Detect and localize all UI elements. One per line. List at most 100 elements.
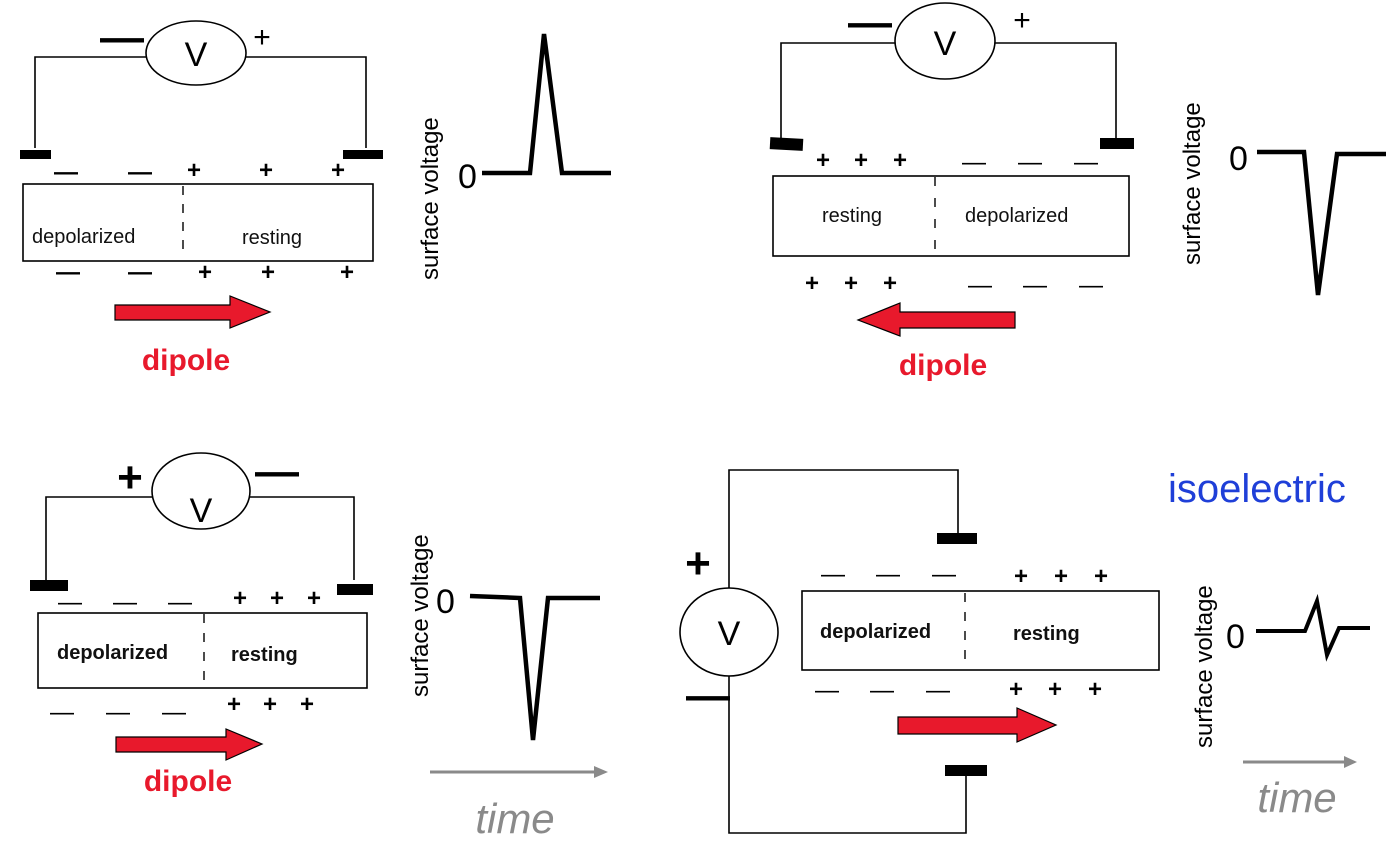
svg-text:—: — (54, 159, 78, 186)
electrode-right (337, 584, 373, 595)
panel-top-right: V — + + + + — — — resting depolarized + … (769, 0, 1386, 382)
time-label: time (475, 795, 554, 842)
svg-text:—: — (58, 589, 82, 616)
surface-charges-top: + + + — — — (816, 147, 1098, 176)
svg-text:+: + (227, 691, 241, 718)
voltmeter-label: V (934, 25, 957, 63)
svg-text:—: — (168, 589, 192, 616)
panel-bottom-right: V + — — — — + + + depolarized resting — … (679, 467, 1370, 834)
dipole-arrow (856, 302, 1016, 337)
svg-text:—: — (106, 699, 130, 726)
meter-polarity-negative: — (255, 447, 299, 496)
dipole-label: dipole (144, 765, 232, 798)
voltmeter-circuit: V — + (769, 0, 1134, 151)
svg-text:+: + (805, 270, 819, 297)
svg-text:—: — (1074, 149, 1098, 176)
surface-voltage-trace (469, 593, 600, 741)
svg-text:+: + (1014, 563, 1028, 590)
svg-text:—: — (870, 677, 894, 704)
region-resting: resting (822, 205, 882, 227)
dipole-arrow (114, 295, 272, 329)
svg-text:+: + (331, 157, 345, 184)
voltmeter (679, 587, 779, 677)
surface-charges-bottom: — — — + + + (50, 691, 314, 726)
svg-text:+: + (233, 585, 247, 612)
time-axis (430, 766, 608, 778)
panel-bottom-left: V + — — — — + + + depolarized resting — … (30, 447, 608, 842)
svg-text:—: — (128, 159, 152, 186)
surface-voltage-trace (482, 33, 611, 176)
svg-text:—: — (50, 699, 74, 726)
time-label: time (1257, 774, 1336, 821)
electrode-left (20, 150, 51, 159)
svg-text:+: + (307, 585, 321, 612)
voltmeter-label: V (185, 36, 208, 74)
svg-text:—: — (162, 699, 186, 726)
dipole-label: dipole (142, 344, 230, 377)
svg-text:+: + (187, 157, 201, 184)
svg-text:+: + (198, 259, 212, 286)
surface-charges-bottom: + + + — — — (805, 270, 1103, 299)
svg-text:—: — (128, 259, 152, 286)
voltmeter (145, 20, 247, 86)
surface-charges-bottom: — — — + + + (815, 676, 1102, 704)
electrode-right (1100, 138, 1134, 149)
svg-text:+: + (1048, 676, 1062, 703)
svg-text:+: + (340, 259, 354, 286)
svg-text:+: + (300, 691, 314, 718)
svg-text:+: + (883, 270, 897, 297)
surface-voltage-trace (1257, 149, 1386, 296)
region-depolarized: depolarized (820, 621, 931, 643)
surface-charges-bottom: — — + + + (56, 259, 354, 286)
voltmeter-circuit: V + — (679, 469, 987, 834)
svg-text:+: + (1009, 676, 1023, 703)
svg-text:—: — (968, 272, 992, 299)
y-axis-label: surface voltage (1191, 585, 1218, 748)
voltmeter (894, 2, 996, 80)
electrode-left (30, 580, 68, 591)
dipole-label: dipole (899, 349, 987, 382)
meter-polarity-positive: + (253, 21, 271, 54)
svg-text:—: — (821, 561, 845, 588)
surface-charges-top: — — — + + + (821, 561, 1108, 590)
isoelectric-label: isoelectric (1168, 467, 1346, 511)
voltmeter-circuit: V + — (30, 447, 373, 595)
meter-polarity-negative: — (686, 671, 730, 720)
voltmeter-label: V (718, 615, 741, 653)
zero-label: 0 (436, 583, 455, 621)
svg-text:—: — (113, 589, 137, 616)
tissue-strip (37, 612, 368, 689)
svg-text:—: — (1018, 149, 1042, 176)
tissue-strip (22, 183, 374, 262)
zero-label: 0 (1229, 140, 1248, 178)
electrode-right (343, 150, 383, 159)
svg-text:+: + (270, 585, 284, 612)
tissue-strip (772, 175, 1130, 257)
svg-text:+: + (893, 147, 907, 174)
y-axis-label: surface voltage (407, 534, 434, 697)
voltmeter-circuit: V — + (20, 13, 383, 159)
svg-text:+: + (816, 147, 830, 174)
y-axis-label: surface voltage (1179, 102, 1206, 265)
voltmeter-label: V (190, 492, 213, 530)
y-axis-label: surface voltage (417, 117, 444, 280)
tissue-strip (801, 590, 1160, 671)
svg-text:—: — (1023, 272, 1047, 299)
meter-polarity-negative: — (100, 13, 144, 62)
svg-text:—: — (932, 561, 956, 588)
surface-charges-top: — — — + + + (58, 585, 321, 616)
meter-polarity-positive: + (685, 539, 711, 588)
svg-text:+: + (1094, 563, 1108, 590)
region-depolarized: depolarized (57, 642, 168, 664)
region-resting: resting (231, 644, 298, 666)
svg-text:—: — (56, 259, 80, 286)
svg-text:+: + (259, 157, 273, 184)
svg-text:+: + (854, 147, 868, 174)
region-depolarized: depolarized (965, 205, 1068, 227)
meter-polarity-positive: + (1013, 4, 1031, 37)
zero-label: 0 (1226, 618, 1245, 656)
svg-text:—: — (1079, 272, 1103, 299)
region-resting: resting (1013, 623, 1080, 645)
panel-top-left: V — + — — + + + depolarized resting — — … (20, 13, 611, 377)
